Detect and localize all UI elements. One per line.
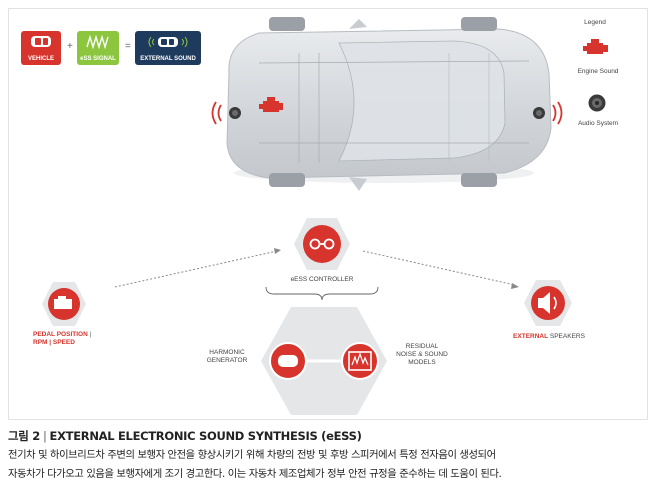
input-arrow: [114, 248, 281, 288]
figure-caption: 그림 2|EXTERNAL ELECTRONIC SOUND SYNTHESIS…: [8, 428, 648, 484]
legend-title: Legend: [584, 19, 606, 26]
controller-icon: [294, 218, 350, 270]
legend-engine-label: Engine Sound: [577, 68, 619, 75]
car-illustration: [211, 17, 563, 191]
equals-sign: =: [125, 41, 131, 52]
ess-signal-label: eSS SIGNAL: [80, 56, 116, 62]
pedal-icon: [42, 282, 86, 326]
residual-icon: [348, 351, 372, 371]
car-engine-icon: [259, 97, 283, 112]
speakers-label: EXTERNAL SPEAKERS: [513, 333, 585, 340]
car-icon: [31, 36, 51, 47]
output-arrow: [362, 250, 519, 289]
diagram-panel: VEHICLE + eSS SIGNAL = EXTERNAL SOUND Le…: [8, 8, 648, 420]
external-sound-box: EXTERNAL SOUND: [135, 31, 201, 65]
waveform-icon: [86, 34, 109, 50]
harmonic-icon: [278, 355, 298, 367]
ess-signal-box: eSS SIGNAL: [77, 31, 119, 65]
legend-audio-label: Audio System: [577, 120, 619, 127]
synthesis-hexagon: [261, 307, 387, 415]
plus-sign: +: [67, 41, 73, 52]
car-sound-icon: [148, 36, 188, 48]
caption-title: 그림 2|EXTERNAL ELECTRONIC SOUND SYNTHESIS…: [8, 429, 362, 443]
external-sound-label: EXTERNAL SOUND: [140, 56, 196, 62]
speaker-icon: [588, 94, 606, 112]
controller-label: eESS CONTROLLER: [290, 276, 354, 283]
vehicle-label: VEHICLE: [27, 56, 54, 62]
speakers-icon: [524, 280, 572, 326]
engine-icon: [583, 39, 608, 54]
brace: [265, 286, 379, 301]
pedal-label: PEDAL POSITION | RPM | SPEED: [33, 331, 92, 346]
caption-body: 전기차 및 하이브리드차 주변의 보행자 안전을 향상시키기 위해 차량의 전방…: [8, 449, 502, 480]
vehicle-box: VEHICLE: [21, 31, 61, 65]
